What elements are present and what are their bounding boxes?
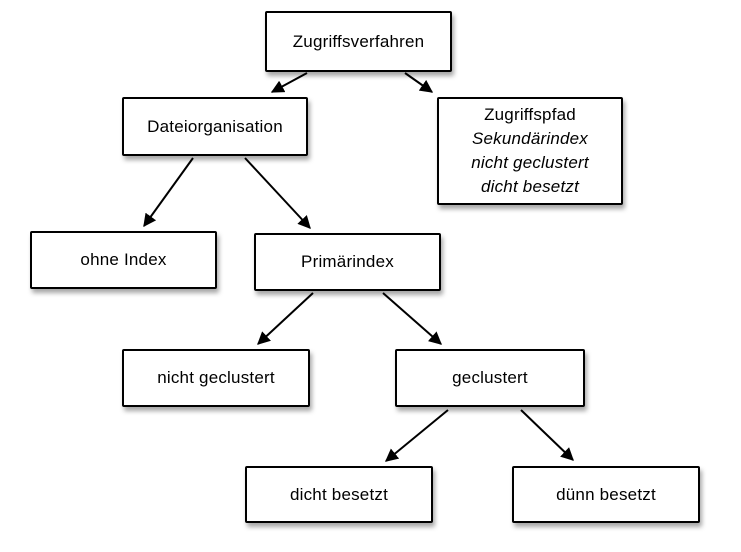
node-zugriffsverfahren: Zugriffsverfahren bbox=[265, 11, 452, 72]
node-dicht-besetzt-label: dicht besetzt bbox=[289, 484, 389, 504]
node-primaerindex-label: Primärindex bbox=[301, 252, 394, 271]
edge-zugriffsverfahren-zugriffspfad bbox=[404, 72, 434, 93]
node-zugriffspfad-line-1: Zugriffspfad bbox=[484, 105, 576, 124]
edge-dateiorganisation-ohne-index bbox=[143, 157, 194, 228]
edge-primaerindex-nicht-geclustert bbox=[257, 292, 314, 345]
node-dateiorganisation: Dateiorganisation bbox=[122, 97, 308, 156]
node-dateiorganisation-label: Dateiorganisation bbox=[147, 116, 283, 136]
node-zugriffspfad-line-2: Sekundärindex bbox=[471, 129, 588, 148]
node-zugriffspfad: Zugriffspfad Sekundärindex nicht geclust… bbox=[437, 97, 623, 205]
node-duenn-besetzt-label: dünn besetzt bbox=[556, 484, 656, 504]
node-dicht-besetzt: dicht besetzt bbox=[245, 466, 433, 523]
node-zugriffsverfahren-label: Zugriffsverfahren bbox=[292, 31, 425, 51]
node-zugriffspfad-line-4: dicht besetzt bbox=[480, 177, 580, 196]
edge-zugriffsverfahren-dateiorganisation bbox=[270, 72, 308, 93]
node-nicht-geclustert: nicht geclustert bbox=[122, 349, 310, 407]
edge-geclustert-dicht-besetzt bbox=[384, 409, 449, 462]
node-nicht-geclustert-label: nicht geclustert bbox=[157, 368, 275, 387]
edge-primaerindex-geclustert bbox=[382, 292, 442, 345]
edge-geclustert-duenn-besetzt bbox=[520, 409, 574, 461]
node-ohne-index-label: ohne Index bbox=[80, 250, 167, 269]
node-primaerindex: Primärindex bbox=[254, 233, 441, 291]
node-geclustert: geclustert bbox=[395, 349, 585, 407]
edge-dateiorganisation-primaerindex bbox=[244, 157, 311, 229]
node-ohne-index: ohne Index bbox=[30, 231, 217, 289]
node-duenn-besetzt: dünn besetzt bbox=[512, 466, 700, 523]
node-geclustert-label: geclustert bbox=[452, 368, 528, 387]
node-zugriffspfad-line-3: nicht geclustert bbox=[471, 153, 589, 172]
